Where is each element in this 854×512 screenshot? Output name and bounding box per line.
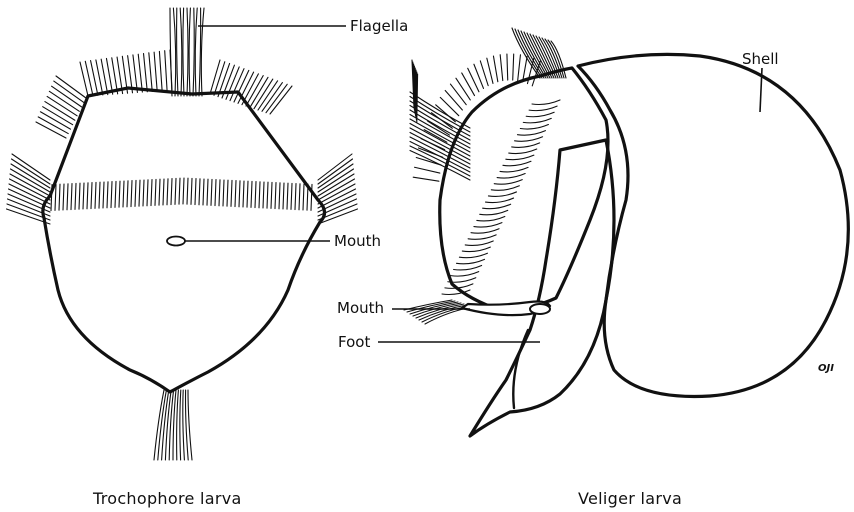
veliger-shell — [578, 54, 848, 396]
trochophore-mouth-label: Mouth — [334, 232, 381, 250]
trochophore-larva — [7, 8, 358, 460]
veliger-caption: Veliger larva — [578, 489, 682, 508]
veliger-foot — [470, 140, 614, 436]
veliger-mouth-ring — [530, 304, 550, 314]
veliger-mouth-label: Mouth — [337, 299, 384, 317]
posterior-tuft — [154, 390, 192, 460]
prototroch-ciliary-band — [51, 178, 312, 211]
veliger-larva — [404, 28, 848, 436]
flagella-label: Flagella — [350, 17, 408, 35]
foot-label: Foot — [338, 333, 370, 351]
apical-flagella-tuft — [170, 8, 204, 96]
trochophore-caption: Trochophore larva — [92, 489, 242, 508]
veliger-velum — [440, 68, 608, 310]
trochophore-mouth-opening — [167, 237, 185, 246]
artist-signature: OJI — [818, 363, 834, 374]
velum-cilia — [404, 54, 560, 324]
apical-cilia-fringe — [36, 50, 292, 138]
shell-label: Shell — [742, 50, 779, 68]
side-cilia — [7, 154, 358, 224]
